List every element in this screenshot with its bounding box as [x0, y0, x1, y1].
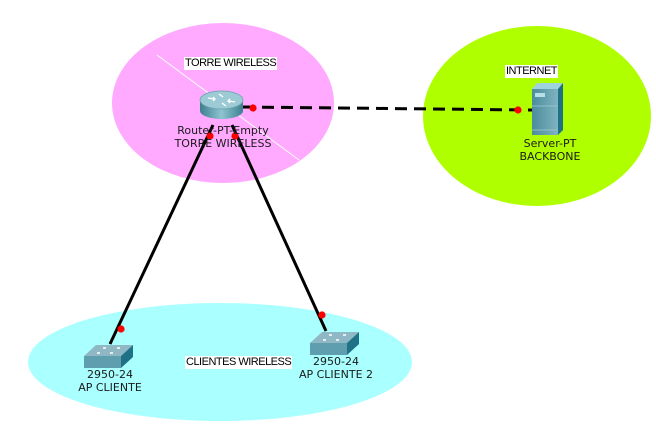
server-name: BACKBONE — [519, 150, 581, 163]
switch1-model: 2950-24 — [87, 368, 133, 381]
port-indicator — [318, 311, 326, 319]
switch2-label: 2950-24 AP CLIENTE 2 — [286, 355, 386, 381]
port-indicator — [231, 132, 239, 140]
router-label: Router-PT-Empty TORRE WIRELESS — [168, 124, 278, 150]
server-model: Server-PT — [523, 137, 577, 150]
link-router-switch2[interactable] — [230, 124, 328, 332]
port-indicator — [206, 132, 214, 140]
port-indicator — [117, 325, 125, 333]
link-router-server[interactable] — [242, 105, 533, 112]
zone-label-torre: TORRE WIRELESS — [184, 57, 278, 70]
switch1-label: 2950-24 AP CLIENTE — [60, 368, 160, 394]
port-indicator — [514, 106, 522, 114]
server-label: Server-PT BACKBONE — [500, 137, 600, 163]
switch2-model: 2950-24 — [313, 355, 359, 368]
router-model: Router-PT-Empty — [177, 124, 269, 137]
switch-icon[interactable] — [84, 345, 133, 368]
server-icon[interactable] — [532, 83, 563, 135]
switch1-name: AP CLIENTE — [78, 381, 142, 394]
zone-label-clientes: CLIENTES WIRELESS — [185, 356, 293, 369]
zone-label-internet: INTERNET — [505, 65, 558, 78]
port-indicator — [249, 104, 257, 112]
switch-icon[interactable] — [310, 332, 359, 355]
router-name: TORRE WIRELESS — [174, 137, 272, 150]
router-icon[interactable] — [199, 90, 244, 119]
link-router-switch1[interactable] — [108, 124, 215, 345]
switch2-name: AP CLIENTE 2 — [298, 368, 374, 381]
